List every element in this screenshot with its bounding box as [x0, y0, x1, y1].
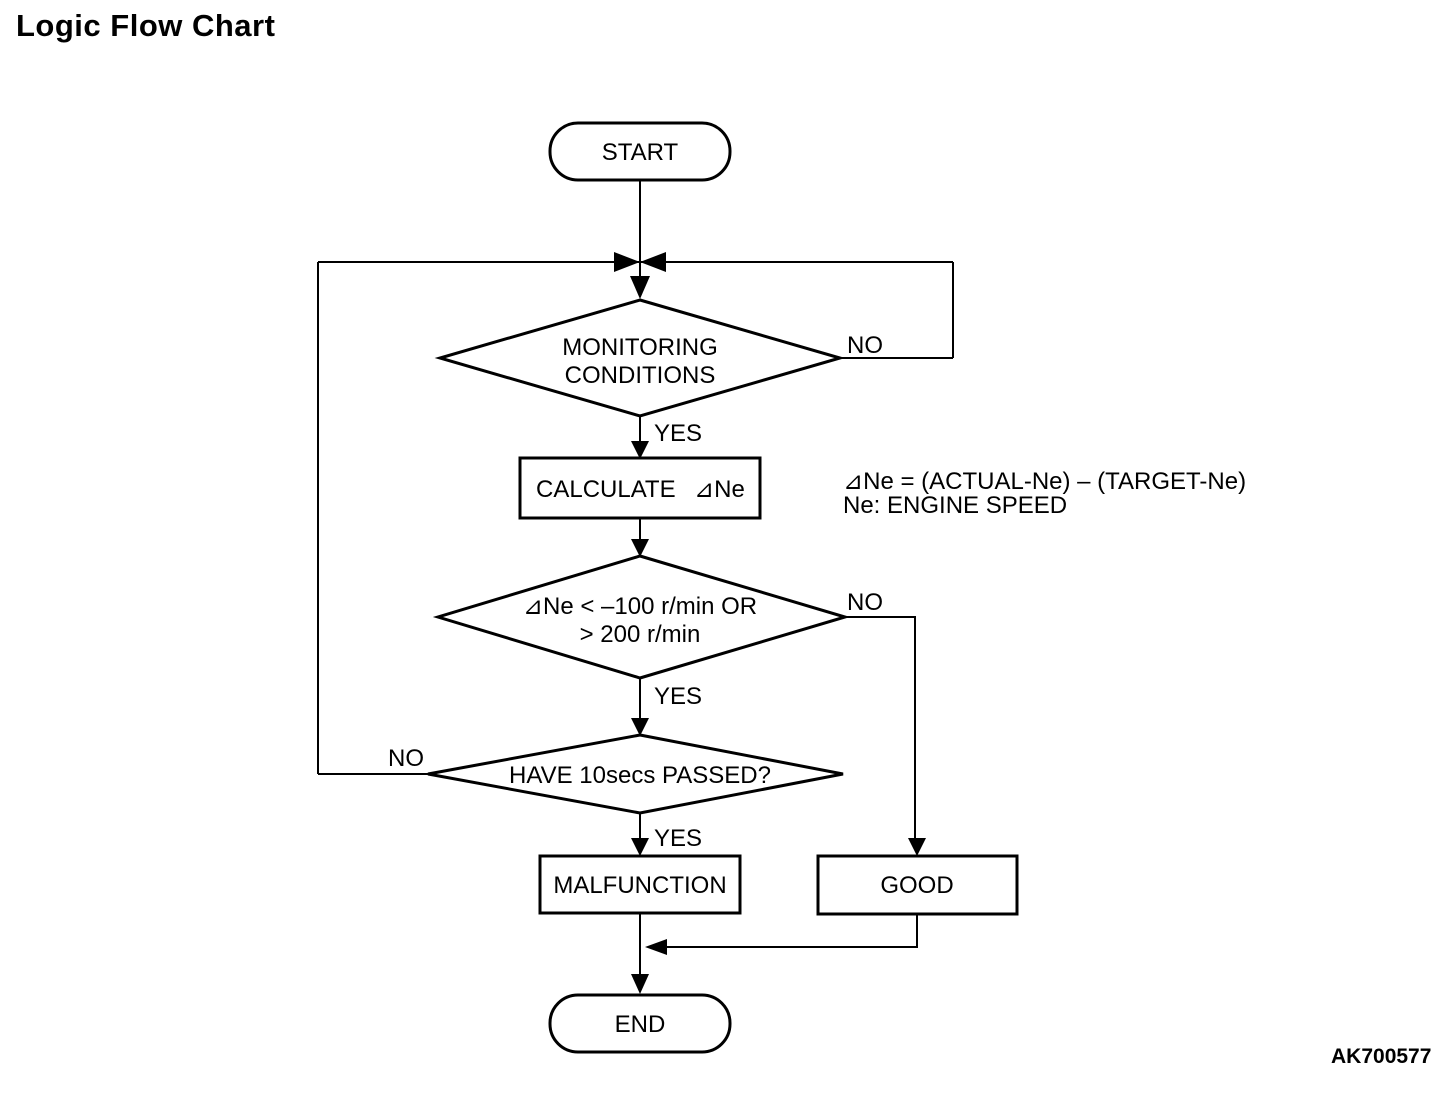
annotation-line1: ⊿Ne = (ACTUAL-Ne) – (TARGET-Ne): [843, 468, 1246, 495]
arrow-merge-left-icon: [645, 939, 667, 955]
calculate-value-label: ⊿Ne: [694, 476, 745, 503]
arrow-into-calculate-icon: [631, 441, 649, 459]
branch-label-monitoring-no: NO: [847, 332, 883, 359]
monitoring-label-line2: CONDITIONS: [565, 362, 716, 389]
arrow-into-malfunction-icon: [631, 838, 649, 856]
annotation-line2: Ne: ENGINE SPEED: [843, 492, 1067, 519]
malfunction-node: [538, 854, 742, 915]
branch-label-tensecs-yes: YES: [654, 825, 702, 852]
malfunction-label: MALFUNCTION: [553, 872, 726, 899]
branch-label-tensecs-no: NO: [388, 745, 424, 772]
page-title: Logic Flow Chart: [16, 8, 276, 43]
ten-secs-label: HAVE 10secs PASSED?: [509, 762, 771, 789]
end-label: END: [615, 1011, 666, 1038]
end-node: [548, 993, 732, 1054]
monitoring-conditions-decision: [434, 298, 846, 418]
junction-arrow-right-icon: [640, 252, 666, 272]
branch-label-delta-yes: YES: [654, 683, 702, 710]
good-label: GOOD: [880, 872, 953, 899]
arrow-into-good-icon: [908, 838, 926, 856]
figure-code: AK700577: [1331, 1045, 1432, 1068]
junction-arrow-left-icon: [614, 252, 640, 272]
arrow-into-delta-icon: [631, 539, 649, 557]
arrow-into-monitoring-icon: [630, 276, 650, 299]
arrow-into-end-icon: [631, 974, 649, 994]
delta-ne-label-line1: ⊿Ne < –100 r/min OR: [523, 593, 757, 620]
start-label: START: [602, 139, 679, 166]
calculate-process-node: [518, 456, 762, 520]
good-node: [816, 854, 1019, 916]
ten-secs-decision: [427, 733, 844, 815]
flow-line-good-merge: [650, 914, 918, 948]
branch-label-monitoring-yes: YES: [654, 420, 702, 447]
start-node: [548, 121, 732, 182]
delta-ne-decision: [432, 554, 851, 680]
flow-line-delta-no: [843, 616, 916, 844]
monitoring-label-line1: MONITORING: [562, 334, 718, 361]
delta-ne-label-line2: > 200 r/min: [580, 621, 701, 648]
branch-label-delta-no: NO: [847, 589, 883, 616]
arrow-into-tensecs-icon: [631, 718, 649, 736]
calculate-label: CALCULATE: [536, 476, 676, 503]
